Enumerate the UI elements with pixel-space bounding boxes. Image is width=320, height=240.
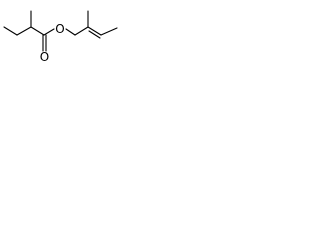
molecular-structure: O O [3, 10, 118, 64]
bond-a9-a10-2 [88, 30, 101, 39]
bond-a1-a2 [3, 26, 18, 36]
bond-a7-a8 [65, 28, 76, 36]
bond-a8-a9 [74, 26, 89, 36]
bond-a9-a10-1 [87, 26, 102, 36]
bond-a3-a5 [30, 26, 45, 36]
bond-a10-a11 [100, 27, 118, 36]
bond-a5-a7 [43, 28, 55, 36]
atom-label-carbonyl-oxygen: O [40, 50, 49, 64]
atom-label-ester-oxygen: O [55, 22, 64, 36]
bond-a2-a3 [16, 26, 32, 36]
